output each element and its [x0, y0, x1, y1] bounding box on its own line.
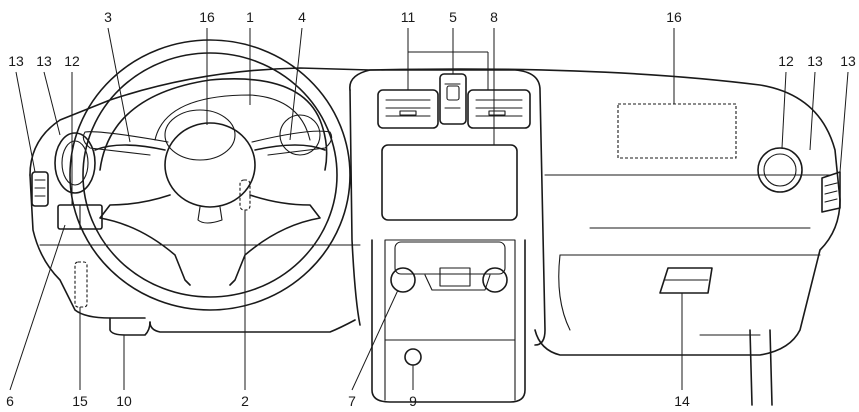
callout-13-right-outer: 13: [840, 53, 856, 69]
console-leg-right: [769, 329, 773, 406]
callout-16-steering: 16: [199, 9, 215, 25]
right-side-vents: [757, 147, 841, 213]
right-knob: [482, 267, 508, 293]
callout-7: 7: [348, 393, 356, 409]
callout-16-passenger: 16: [666, 9, 682, 25]
callout-1: 1: [246, 9, 254, 25]
callout-labels: 3 16 1 4 11 5 8 16 13 13 12 12 13 13 6 1…: [6, 9, 856, 409]
instrument-cluster: [99, 78, 328, 171]
callout-3: 3: [104, 9, 112, 25]
console-leg-left: [749, 329, 753, 406]
dashboard-outline: [29, 67, 841, 356]
callout-13-left-inner: 13: [36, 53, 52, 69]
callout-2: 2: [241, 393, 249, 409]
display-screen: [381, 144, 518, 221]
glovebox-handle: [659, 267, 713, 294]
callout-4: 4: [298, 9, 306, 25]
left-knob: [390, 267, 416, 293]
center-console: [349, 69, 546, 403]
callout-6: 6: [6, 393, 14, 409]
callout-11: 11: [401, 9, 416, 25]
callout-5: 5: [449, 9, 457, 25]
callout-13-right-inner: 13: [807, 53, 823, 69]
left-side-vents: [31, 132, 103, 230]
callout-13-left-outer: 13: [8, 53, 24, 69]
callout-8: 8: [490, 9, 498, 25]
callout-9: 9: [409, 393, 417, 409]
steering-wheel: [69, 39, 351, 311]
callout-15: 15: [72, 393, 88, 409]
callout-12-left: 12: [64, 53, 80, 69]
callout-10: 10: [116, 393, 132, 409]
leader-lines: [9, 27, 849, 391]
callout-12-right: 12: [778, 53, 794, 69]
accessory-socket: [404, 348, 422, 366]
center-vents: [377, 73, 531, 129]
hood-release-marker: [74, 261, 88, 308]
knee-panel: [109, 317, 151, 336]
callout-14: 14: [674, 393, 690, 409]
passenger-airbag-marker: [617, 103, 737, 159]
horn-pad: [164, 122, 256, 208]
